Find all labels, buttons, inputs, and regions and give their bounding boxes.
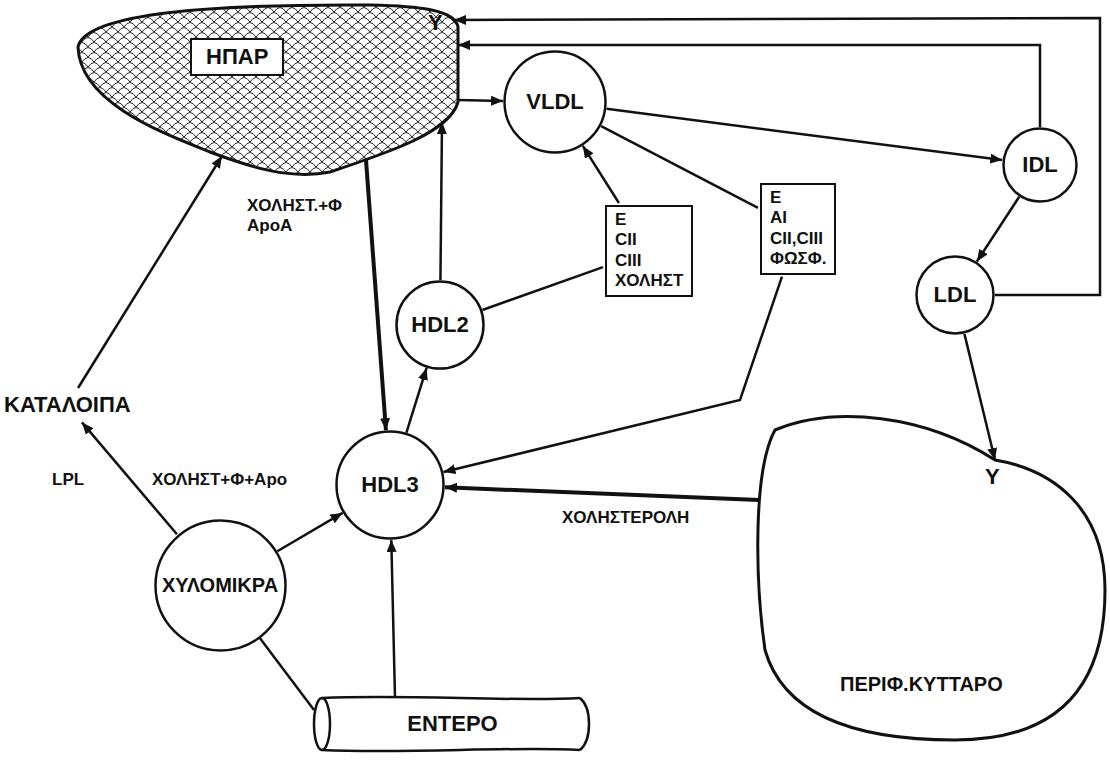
lipoprotein-circle: VLDL: [503, 50, 607, 154]
flow-arrow: [607, 109, 1003, 160]
edge-label: ΧΟΛΗΣΤΕΡΟΛΗ: [560, 508, 691, 528]
transfer-item: CII,CIII: [770, 229, 826, 249]
flow-arrow: [445, 487, 759, 500]
lipoprotein-circle: LDL: [915, 255, 995, 335]
organ-label: ΕΝΤΕΡΟ: [407, 711, 497, 737]
flow-arrow: [977, 197, 1019, 262]
liver-outline: [70, 2, 460, 180]
peripheral-cell: ΠΕΡΙΦ.ΚΥΤΤΑΡΟ: [755, 400, 1107, 745]
label-holder: ΧΟΛΗΣΤ.+Φ ApoA: [245, 196, 344, 237]
intestine-wall: [322, 697, 580, 699]
flow-arrow: [366, 160, 386, 430]
lipoprotein-label: VLDL: [526, 89, 583, 115]
text-holder: ΕΝΤΕΡΟ: [407, 711, 497, 737]
lipoprotein-label: IDL: [1022, 152, 1057, 178]
flow-arrow: [78, 156, 222, 388]
flow-arrow: [440, 122, 442, 280]
circle-path: [1004, 129, 1077, 202]
lipoprotein-label: HDL2: [411, 312, 468, 338]
intestine-lines: [314, 697, 589, 751]
transfer-item: E: [770, 188, 826, 208]
chylomicron-circle: ΧΥΛΟΜΙΚΡΑ: [154, 519, 287, 652]
edge-label: ΧΟΛΗΣΤ.+Φ ApoA: [245, 196, 344, 237]
cell-path: [758, 417, 1105, 740]
cell-label: ΠΕΡΙΦ.ΚΥΤΤΑΡΟ: [840, 672, 1003, 696]
transfer-item: ΦΩΣΦ.: [770, 249, 826, 269]
flow-arrow: [260, 638, 314, 710]
lipoprotein-circle: HDL2: [395, 280, 485, 370]
transfer-item: AI: [770, 208, 826, 228]
intestine-end: [580, 698, 589, 750]
circle-path: [337, 432, 444, 539]
circle-path: [155, 520, 285, 650]
lipoprotein-circle: HDL3: [335, 430, 445, 540]
flow-arrow: [583, 146, 619, 203]
remnant-label: ΚΑΤΑΛΟΙΠΑ: [4, 392, 131, 418]
flow-arrow: [964, 334, 995, 460]
flow-arrow: [482, 267, 603, 310]
receptor-label: Y: [985, 466, 1000, 488]
circle-path: [505, 52, 606, 153]
label-holder: ΧΟΛΗΣΤΕΡΟΛΗ: [560, 508, 691, 528]
transfer-item: CII: [615, 230, 683, 250]
circle-path: [397, 282, 484, 369]
flow-arrow: [406, 368, 426, 433]
flow-arrow: [601, 126, 758, 208]
lipoprotein-circle: IDL: [1002, 127, 1078, 203]
text-holder: ΠΕΡΙΦ.ΚΥΤΤΑΡΟ: [840, 672, 1003, 696]
flow-arrow: [443, 277, 782, 472]
label-holder: Y: [428, 12, 443, 34]
text-holder: ΗΠΑΡ: [190, 38, 284, 76]
flow-arrow: [454, 18, 1100, 295]
edge-label: ΧΟΛΗΣΤ+Φ+Apo: [150, 470, 289, 490]
circle-path: [917, 257, 994, 334]
flow-arrow: [458, 99, 503, 102]
lipoprotein-label: HDL3: [361, 472, 418, 498]
intestine-wall: [322, 749, 580, 751]
transfer-item: CIII: [615, 251, 683, 271]
label-holder: ΧΟΛΗΣΤ+Φ+Apo: [150, 470, 289, 490]
lipoprotein-label: ΧΥΛΟΜΙΚΡΑ: [162, 573, 278, 597]
transfer-box: EAICII,CIIIΦΩΣΦ.: [760, 183, 836, 275]
label-holder: LPL: [50, 470, 86, 490]
intestine-end: [314, 698, 330, 750]
transfer-item: E: [615, 210, 683, 230]
label-holder: Y: [985, 466, 1000, 488]
remnant-label-node: ΚΑΤΑΛΟΙΠΑ: [4, 392, 131, 418]
liver-organ: ΗΠΑΡ: [70, 2, 460, 180]
flow-arrow: [277, 513, 342, 551]
liver-path: [78, 5, 458, 175]
organ-label: ΗΠΑΡ: [190, 38, 284, 76]
transfer-box: ECIICIIIΧΟΛΗΣΤ: [605, 205, 693, 297]
intestine-tube: ΕΝΤΕΡΟ: [310, 688, 595, 760]
edge-label: LPL: [50, 470, 86, 490]
flow-arrow: [391, 540, 395, 698]
receptor-label: Y: [428, 12, 443, 34]
lipoprotein-label: LDL: [934, 282, 977, 308]
transfer-item: ΧΟΛΗΣΤ: [615, 271, 683, 291]
